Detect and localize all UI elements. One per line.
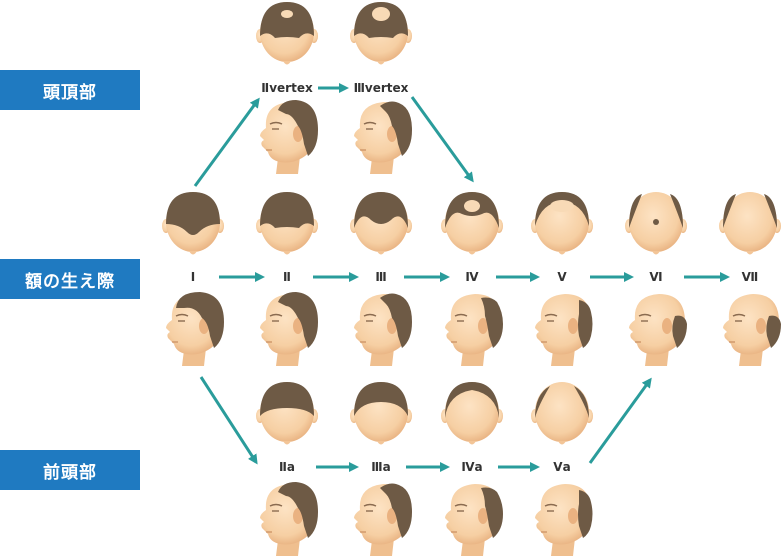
head-side-main-3 <box>354 293 412 366</box>
head-top-frontal-4 <box>441 382 503 445</box>
head-top-main-5 <box>531 192 593 255</box>
bald-spot-main-5 <box>550 200 574 212</box>
head-top-frontal-5 <box>531 382 593 445</box>
head-side-main-7 <box>723 294 781 366</box>
head-side-main-5 <box>535 294 593 366</box>
bald-spot-vertex-2 <box>281 10 293 18</box>
stage-label-main-1: Ⅰ <box>190 270 196 284</box>
head-side-frontal-5 <box>535 484 593 556</box>
head-side-frontal-3 <box>354 483 412 556</box>
head-side-frontal-2 <box>260 482 318 556</box>
stage-label-main-4: Ⅳ <box>465 270 479 284</box>
head-top-frontal-2 <box>256 382 318 445</box>
bald-spot-vertex-3 <box>372 7 390 21</box>
head-top-main-2 <box>256 192 318 255</box>
stage-label-frontal-4: Ⅳa <box>461 460 483 474</box>
stage-label-frontal-2: Ⅱa <box>278 460 296 474</box>
stage-label-main-3: Ⅲ <box>375 270 387 284</box>
arrow-frontal5-to-main6 <box>588 377 652 464</box>
stage-label-frontal-3: Ⅲa <box>371 460 391 474</box>
band-hairline-label: 額の生え際 <box>0 259 140 299</box>
head-side-main-4 <box>445 294 503 366</box>
band-frontal-label: 前頭部 <box>0 450 140 490</box>
stage-label-main-2: Ⅱ <box>283 270 291 284</box>
head-top-vertex-2 <box>256 2 318 65</box>
arrow-main1-to-frontal2 <box>199 376 258 465</box>
stage-label-main-6: Ⅵ <box>649 270 663 284</box>
hair-tuft-main-6 <box>653 219 659 225</box>
head-side-main-2 <box>260 292 318 366</box>
stage-label-main-5: Ⅴ <box>557 270 567 284</box>
arrow-main1-to-vertex2 <box>193 97 260 187</box>
bald-spot-main-4 <box>464 200 480 212</box>
stage-label-vertex-3: Ⅲvertex <box>353 81 409 95</box>
head-top-main-7 <box>719 192 781 255</box>
head-side-vertex-3 <box>354 101 412 174</box>
stage-label-main-7: Ⅶ <box>741 270 759 284</box>
stage-label-vertex-2: Ⅱvertex <box>261 81 313 95</box>
head-top-frontal-3 <box>350 382 412 445</box>
head-side-main-1 <box>166 292 224 366</box>
stage-label-frontal-5: Ⅴa <box>553 460 571 474</box>
band-vertex-label: 頭頂部 <box>0 70 140 110</box>
head-top-main-3 <box>350 192 412 255</box>
arrow-vertex3-to-main4 <box>410 96 474 183</box>
head-side-vertex-2 <box>260 100 318 174</box>
head-side-frontal-4 <box>445 484 503 556</box>
head-side-main-6 <box>629 294 687 366</box>
head-top-main-1 <box>162 192 224 255</box>
